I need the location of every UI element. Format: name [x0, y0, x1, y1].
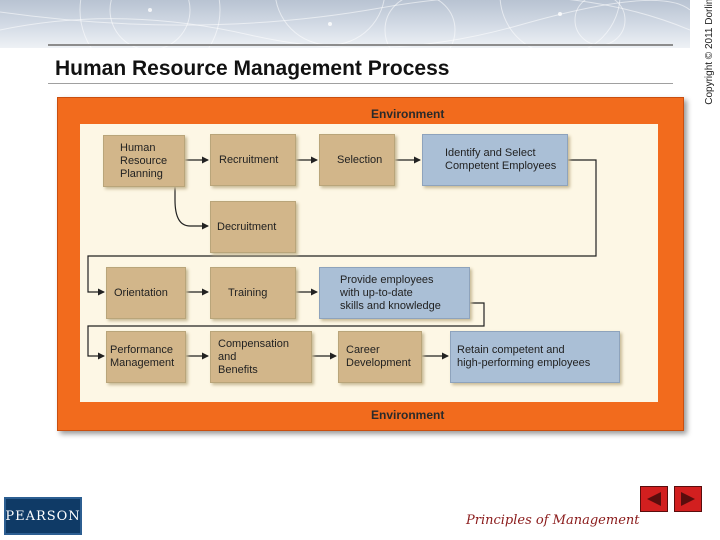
- pearson-logo: PEARSON: [4, 497, 82, 535]
- triangle-right-icon: [681, 492, 695, 506]
- box-retain-employees-label: Retain competent and high-performing emp…: [457, 344, 591, 369]
- environment-label-top: Environment: [371, 107, 445, 121]
- previous-slide-button[interactable]: [640, 486, 668, 512]
- box-human-resource-planning: Human Resource Planning: [103, 135, 185, 187]
- box-identify-select-label: Identify and Select Competent Employees: [445, 147, 557, 172]
- box-recruitment: Recruitment: [210, 134, 296, 186]
- box-decruitment: Decruitment: [210, 201, 296, 253]
- triangle-left-icon: [647, 492, 661, 506]
- box-selection-label: Selection: [337, 153, 383, 166]
- box-retain-employees: Retain competent and high-performing emp…: [450, 331, 620, 383]
- header-banner: [0, 0, 690, 48]
- title-top-rule: [48, 44, 673, 46]
- box-performance-management: Performance Management: [106, 331, 186, 383]
- box-training: Training: [210, 267, 296, 319]
- box-orientation: Orientation: [106, 267, 186, 319]
- title-bottom-rule: [48, 83, 673, 84]
- environment-label-bottom: Environment: [371, 408, 445, 422]
- box-provide-employees: Provide employees with up-to-date skills…: [319, 267, 470, 319]
- box-training-label: Training: [228, 286, 268, 299]
- box-orientation-label: Orientation: [114, 286, 168, 299]
- page-title: Human Resource Management Process: [55, 57, 450, 80]
- box-provide-employees-label: Provide employees with up-to-date skills…: [340, 273, 441, 312]
- next-slide-button[interactable]: [674, 486, 702, 512]
- box-career-development: Career Development: [338, 331, 422, 383]
- arrow-identify-orientation: [87, 159, 597, 296]
- box-performance-management-label: Performance Management: [110, 344, 175, 369]
- box-career-development-label: Career Development: [346, 344, 411, 369]
- box-identify-select: Identify and Select Competent Employees: [422, 134, 568, 186]
- box-compensation-benefits: Compensation and Benefits: [210, 331, 312, 383]
- box-human-resource-planning-label: Human Resource Planning: [120, 141, 168, 180]
- arrow-provide-performance: [87, 302, 485, 360]
- box-decruitment-label: Decruitment: [217, 220, 277, 233]
- pearson-logo-text: PEARSON: [5, 508, 81, 524]
- box-selection: Selection: [319, 134, 395, 186]
- box-recruitment-label: Recruitment: [219, 153, 279, 166]
- footer-book-title: Principles of Management: [466, 513, 640, 528]
- arrow-hrp-decruitment: [174, 187, 209, 230]
- box-compensation-benefits-label: Compensation and Benefits: [218, 337, 289, 376]
